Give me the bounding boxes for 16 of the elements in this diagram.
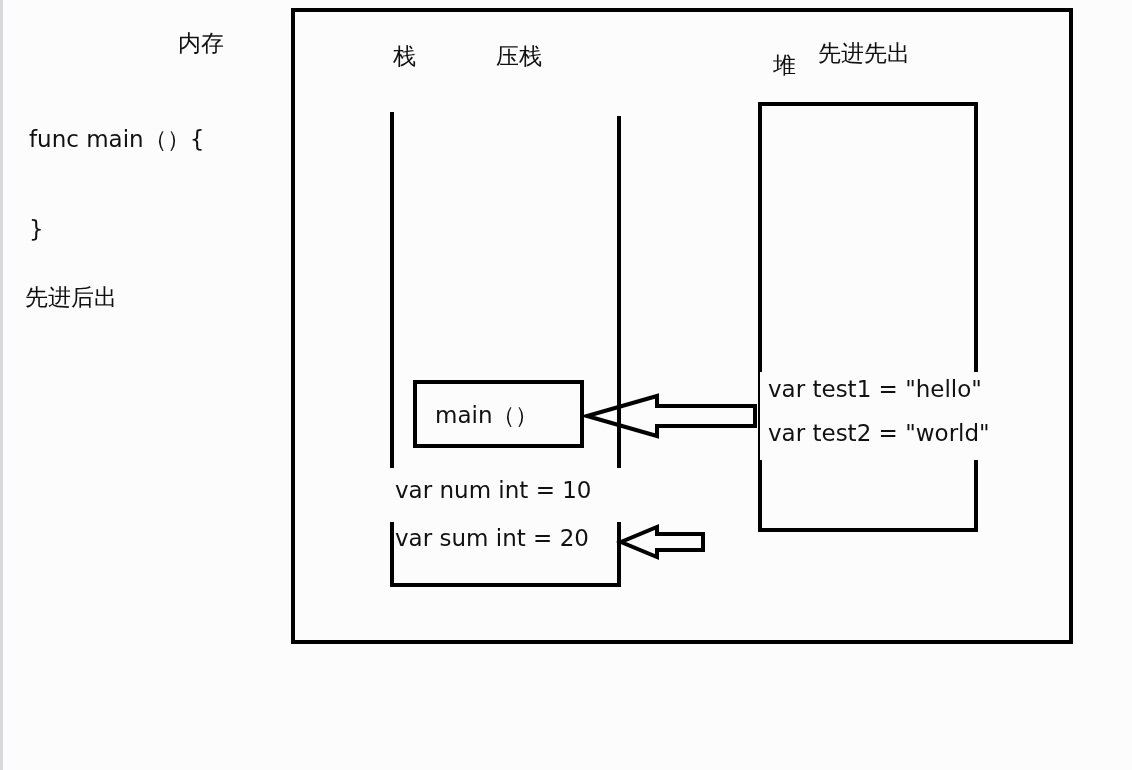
heap-heading: 堆 <box>773 52 796 80</box>
stack-heading: 栈 <box>393 43 416 71</box>
code-line: } <box>29 216 44 244</box>
code-line: func main（）{ <box>29 126 205 154</box>
frame-label: main（） <box>435 402 539 430</box>
memory-title: 内存 <box>178 30 224 58</box>
code-line: var test2 = "world" <box>768 420 990 448</box>
memory-box <box>291 8 1073 644</box>
push-heading: 压栈 <box>496 43 542 71</box>
heap-order-note: 先进先出 <box>818 40 910 68</box>
stack-frame-box <box>413 380 584 448</box>
code-line: var test1 = "hello" <box>768 376 982 404</box>
code-line: var sum int = 20 <box>395 525 589 553</box>
hollow-arrow <box>615 524 705 560</box>
code-line: var num int = 10 <box>395 477 592 505</box>
order-note: 先进后出 <box>25 284 117 312</box>
